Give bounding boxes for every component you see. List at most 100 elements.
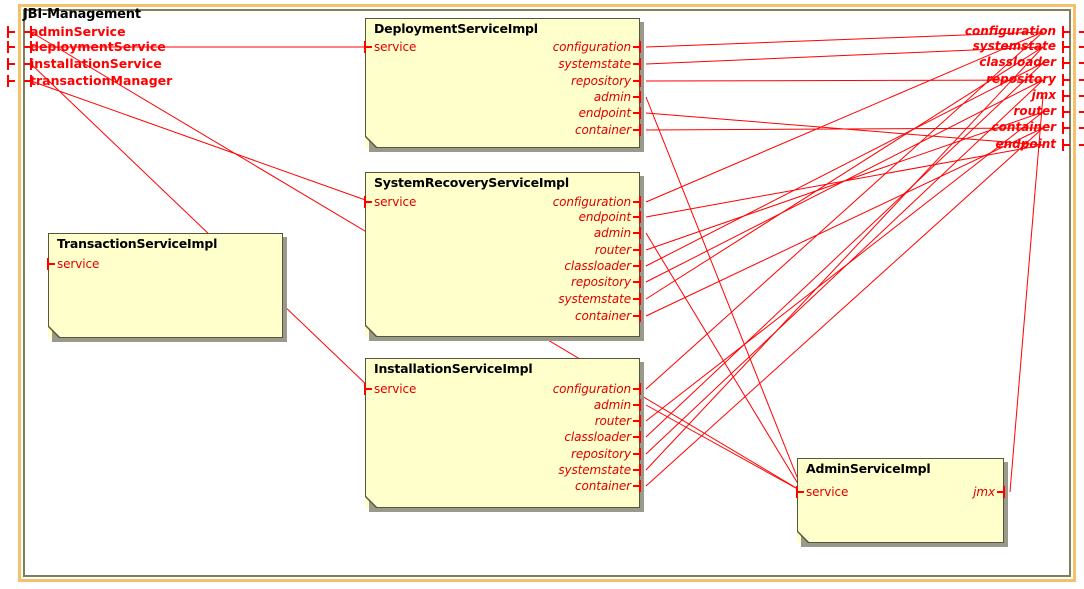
port-marker-required-deployment-systemstate[interactable] [633,58,641,70]
port-marker-frame-inner-r-endpoint[interactable] [1062,139,1070,151]
required-port-configuration[interactable]: configuration [552,40,631,54]
required-port-repository[interactable]: repository [571,275,631,289]
required-port-endpoint[interactable]: endpoint [578,210,632,224]
frame-right-port-endpoint[interactable]: endpoint [995,137,1057,151]
port-marker-required-deployment-container[interactable] [633,124,641,136]
required-port-systemstate[interactable]: systemstate [558,292,631,306]
port-marker-frame-outer-r-router[interactable] [1079,106,1084,118]
port-marker-required-recovery-router[interactable] [633,244,641,256]
port-marker-provided-recovery-service[interactable] [364,196,372,208]
port-marker-required-recovery-systemstate[interactable] [633,293,641,305]
port-marker-frame-outer-transactionManager[interactable] [7,75,15,87]
port-marker-frame-outer-r-systemstate[interactable] [1079,41,1084,53]
port-marker-frame-inner-r-repository[interactable] [1062,74,1070,86]
port-marker-required-recovery-admin[interactable] [633,227,641,239]
provided-port-service[interactable]: service [57,257,100,271]
port-marker-required-installation-configuration[interactable] [633,383,641,395]
port-marker-frame-inner-r-systemstate[interactable] [1062,41,1070,53]
required-port-container[interactable]: container [575,479,631,493]
port-marker-frame-outer-r-jmx[interactable] [1079,90,1084,102]
required-port-classloader[interactable]: classloader [564,259,631,273]
required-port-container[interactable]: container [575,123,631,137]
port-marker-frame-inner-r-classloader[interactable] [1062,57,1070,69]
port-marker-required-recovery-endpoint[interactable] [633,211,641,223]
port-marker-required-installation-systemstate[interactable] [633,464,641,476]
port-marker-frame-outer-r-configuration[interactable] [1079,26,1084,38]
frame-left-port-transactionManager[interactable]: transactionManager [30,73,173,88]
port-marker-provided-installation-service[interactable] [364,383,372,395]
frame-left-port-adminService[interactable]: adminService [30,24,126,39]
port-marker-frame-inner-r-jmx[interactable] [1062,90,1070,102]
frame-left-port-installationService[interactable]: installationService [30,56,162,71]
required-port-admin[interactable]: admin [593,90,631,104]
port-marker-required-recovery-container[interactable] [633,310,641,322]
required-port-repository[interactable]: repository [571,74,631,88]
frame-right-port-router[interactable]: router [1013,104,1057,118]
required-port-admin[interactable]: admin [593,226,631,240]
frame-right-port-container[interactable]: container [991,120,1056,134]
port-marker-frame-outer-adminService[interactable] [7,26,15,38]
required-port-classloader[interactable]: classloader [564,430,631,444]
port-marker-required-installation-classloader[interactable] [633,431,641,443]
port-marker-frame-outer-deploymentService[interactable] [7,41,15,53]
port-marker-frame-inner-r-configuration[interactable] [1062,26,1070,38]
port-marker-provided-admin-service[interactable] [796,486,804,498]
connector-line [645,46,1044,65]
port-marker-required-deployment-admin[interactable] [633,91,641,103]
port-marker-required-recovery-classloader[interactable] [633,260,641,272]
provided-port-service[interactable]: service [806,485,849,499]
port-marker-frame-inner-installationService[interactable] [24,58,32,70]
required-port-container[interactable]: container [575,309,631,323]
required-port-router[interactable]: router [594,243,631,257]
port-marker-frame-outer-r-container[interactable] [1079,122,1084,134]
frame-right-port-systemstate[interactable]: systemstate [972,39,1056,53]
port-marker-required-installation-container[interactable] [633,480,641,492]
required-port-endpoint[interactable]: endpoint [578,106,632,120]
frame-right-port-jmx[interactable]: jmx [1031,88,1056,102]
package-frame-inner [23,9,1071,577]
port-marker-frame-inner-adminService[interactable] [24,26,32,38]
component-admin[interactable]: AdminServiceImpl service jmx [797,458,1008,547]
provided-port-service[interactable]: service [374,195,417,209]
provided-port-service[interactable]: service [374,382,417,396]
port-marker-frame-outer-r-repository[interactable] [1079,74,1084,86]
port-marker-required-deployment-configuration[interactable] [633,41,641,53]
port-marker-required-installation-admin[interactable] [633,399,641,411]
frame-right-port-configuration[interactable]: configuration [964,24,1056,38]
port-marker-frame-outer-r-endpoint[interactable] [1079,139,1084,151]
frame-right-port-classloader[interactable]: classloader [979,55,1056,69]
port-marker-required-installation-repository[interactable] [633,448,641,460]
port-marker-required-recovery-configuration[interactable] [633,196,641,208]
port-marker-required-recovery-repository[interactable] [633,276,641,288]
component-title: AdminServiceImpl [806,461,931,476]
port-marker-required-admin-jmx[interactable] [997,486,1005,498]
port-marker-required-deployment-repository[interactable] [633,75,641,87]
required-port-admin[interactable]: admin [593,398,631,412]
port-marker-frame-inner-r-router[interactable] [1062,106,1070,118]
required-port-jmx[interactable]: jmx [973,485,995,499]
required-port-configuration[interactable]: configuration [552,195,631,209]
required-port-repository[interactable]: repository [571,447,631,461]
required-port-systemstate[interactable]: systemstate [558,57,631,71]
port-marker-required-deployment-endpoint[interactable] [633,107,641,119]
port-marker-frame-outer-installationService[interactable] [7,58,15,70]
port-marker-frame-inner-r-container[interactable] [1062,122,1070,134]
port-marker-required-installation-router[interactable] [633,415,641,427]
port-marker-provided-transaction-service[interactable] [47,258,55,270]
required-port-configuration[interactable]: configuration [552,382,631,396]
port-marker-frame-inner-transactionManager[interactable] [24,75,32,87]
provided-port-service[interactable]: service [374,40,417,54]
required-port-router[interactable]: router [594,414,631,428]
frame-right-port-repository[interactable]: repository [986,72,1056,86]
port-marker-provided-deployment-service[interactable] [364,41,372,53]
port-marker-frame-outer-r-classloader[interactable] [1079,57,1084,69]
required-port-systemstate[interactable]: systemstate [558,463,631,477]
frame-left-port-deploymentService[interactable]: deploymentService [30,39,166,54]
port-marker-frame-inner-deploymentService[interactable] [24,41,32,53]
